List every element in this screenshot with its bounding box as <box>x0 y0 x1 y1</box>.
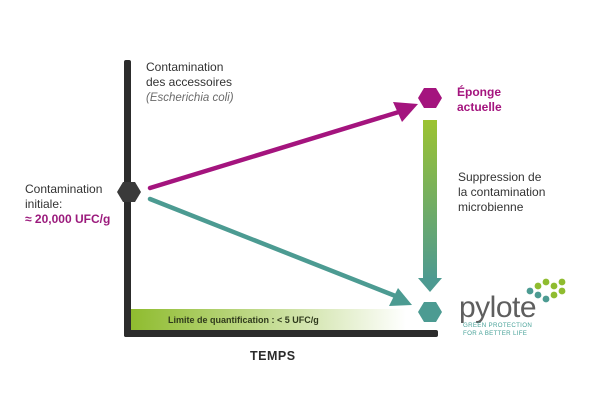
x-axis-label: TEMPS <box>250 349 296 363</box>
brand-tagline: GREEN PROTECTION FOR A BETTER LIFE <box>463 322 532 337</box>
brand-name: pylote <box>459 291 537 324</box>
y-axis-subtitle: (Escherichia coli) <box>146 92 234 104</box>
brand-tagline-line: FOR A BETTER LIFE <box>463 329 528 337</box>
suppression-label: Suppression de la contamination microbie… <box>458 170 545 215</box>
y-axis-title: Contamination des accessoires <box>146 60 232 90</box>
suppression-label-line: microbienne <box>458 200 524 214</box>
current-sponge-arrowhead <box>393 102 418 122</box>
current-sponge-arrow-line <box>147 108 405 191</box>
current-sponge-label-line: actuelle <box>457 100 502 114</box>
pylote-logo-icon <box>526 278 566 303</box>
initial-contamination-label: Contamination initiale: ≈ 20,000 UFC/g <box>25 182 110 227</box>
current-sponge-label: Éponge actuelle <box>457 85 502 115</box>
y-axis-title-line: des accessoires <box>146 75 233 89</box>
y-axis-title-line: Contamination <box>146 60 224 74</box>
suppression-arrow-shaft <box>423 120 437 280</box>
suppression-arrowhead <box>418 278 442 292</box>
suppression-label-line: la contamination <box>458 185 546 199</box>
current-sponge-label-line: Éponge <box>457 85 501 99</box>
suppression-label-line: Suppression de <box>458 170 542 184</box>
initial-label-line: initiale: <box>25 197 63 211</box>
brand-tagline-line: GREEN PROTECTION <box>463 322 533 329</box>
initial-value: ≈ 20,000 UFC/g <box>25 212 111 226</box>
quantification-limit-band <box>131 309 406 331</box>
pylote-arrowhead <box>389 288 412 306</box>
quantification-limit-label: Limite de quantification : < 5 UFC/g <box>168 315 319 325</box>
hexagon-icon <box>117 182 141 202</box>
hexagon-icon <box>418 302 442 322</box>
x-axis-line <box>124 330 438 337</box>
hexagon-icon <box>418 88 442 108</box>
pylote-arrow-line <box>147 196 401 300</box>
initial-label-line: Contamination <box>25 182 103 196</box>
